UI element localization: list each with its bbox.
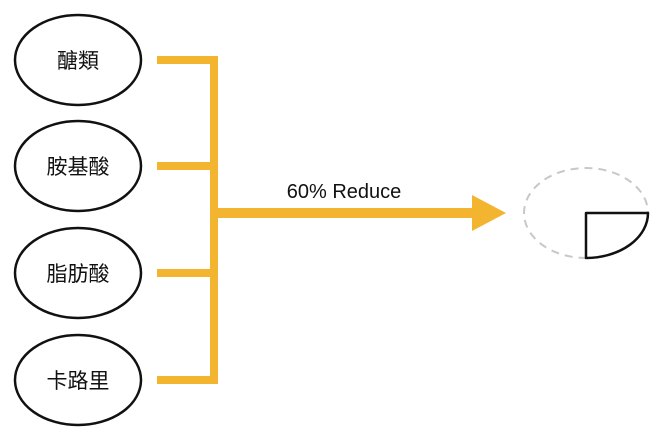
connector-branch-1 — [157, 56, 218, 64]
source-node-sugars: 醣類 — [13, 13, 143, 107]
node-label-sugars: 醣類 — [57, 49, 99, 73]
source-node-calories: 卡路里 — [13, 333, 143, 427]
connector-branch-2 — [157, 162, 218, 170]
reduced-quarter-shape — [584, 211, 650, 260]
node-ellipse — [13, 226, 143, 320]
node-label-amino-acids: 胺基酸 — [47, 155, 110, 179]
connector-spine — [210, 56, 218, 384]
node-label-calories: 卡路里 — [47, 369, 110, 393]
connector-branch-4 — [157, 376, 218, 384]
node-label-fatty-acids: 脂肪酸 — [47, 262, 110, 286]
source-node-fatty-acids: 脂肪酸 — [13, 226, 143, 320]
node-ellipse — [13, 333, 143, 427]
connector-branch-3 — [157, 269, 218, 277]
node-ellipse — [13, 119, 143, 213]
result-target — [523, 167, 650, 260]
connector-bracket — [157, 56, 506, 384]
source-node-amino-acids: 胺基酸 — [13, 119, 143, 213]
arrow-shaft — [218, 208, 476, 218]
node-ellipse — [13, 13, 143, 107]
arrowhead-icon — [472, 195, 506, 231]
arrow-label: 60% Reduce — [287, 181, 402, 203]
